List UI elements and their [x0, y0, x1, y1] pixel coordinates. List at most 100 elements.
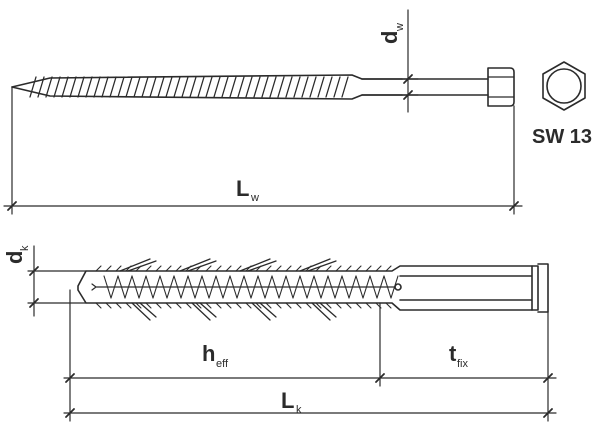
anchor-wing — [251, 302, 271, 321]
label-d-k-main: d — [2, 251, 27, 264]
anchor-tooth — [255, 302, 262, 309]
anchor-tooth — [385, 265, 392, 272]
anchor-body-outline — [77, 265, 539, 311]
label-d-k: d k — [2, 245, 31, 264]
thread-ridge — [317, 76, 325, 98]
anchor-tooth — [205, 265, 212, 272]
anchor-tooth — [115, 302, 122, 309]
lattice-strut — [194, 275, 203, 299]
lattice-strut — [313, 275, 322, 299]
lattice-strut — [369, 275, 378, 299]
label-d-w-sub: w — [394, 23, 406, 32]
label-l-w: L w — [236, 176, 259, 204]
lattice-strut — [383, 275, 392, 299]
lattice-strut — [257, 275, 266, 299]
thread-ridge — [45, 76, 53, 98]
thread-ridge — [213, 76, 221, 98]
lattice-strut — [152, 275, 161, 299]
anchor-wing — [191, 302, 211, 321]
label-d-k-sub: k — [19, 245, 31, 251]
anchor-lattice — [95, 265, 399, 309]
thread-ridge — [69, 76, 77, 98]
lattice-strut — [201, 275, 210, 299]
thread-ridge — [237, 76, 245, 98]
anchor-tooth — [165, 265, 172, 272]
lattice-strut — [299, 275, 308, 299]
anchor-tooth — [265, 265, 272, 272]
anchor-tooth — [275, 302, 282, 309]
anchor-slot-end — [394, 283, 402, 291]
hex-inner-circle — [546, 68, 582, 104]
lattice-strut — [222, 275, 231, 299]
thread-ridge — [125, 76, 133, 98]
anchor-tooth — [305, 302, 312, 309]
thread-ridge — [93, 76, 101, 98]
thread-ridge — [173, 76, 181, 98]
lattice-strut — [327, 275, 336, 299]
lattice-strut — [355, 275, 364, 299]
hex-outline — [542, 61, 586, 111]
lattice-strut — [208, 275, 217, 299]
label-l-k: L k — [281, 388, 302, 416]
anchor-central-slot — [91, 283, 396, 291]
label-h-eff-sub: eff — [216, 358, 229, 370]
label-t-fix-main: t — [449, 341, 457, 366]
anchor-wing — [127, 260, 157, 272]
thread-ridge — [333, 76, 341, 98]
thread-ridge — [165, 76, 173, 98]
thread-ridge — [197, 76, 205, 98]
label-h-eff-main: h — [202, 341, 215, 366]
label-l-w-main: L — [236, 176, 249, 201]
anchor-tooth — [185, 302, 192, 309]
lattice-strut — [285, 275, 294, 299]
anchor-tooth — [235, 265, 242, 272]
lattice-strut — [362, 275, 371, 299]
label-d-w: d w — [377, 23, 406, 44]
screw-shank — [361, 78, 489, 96]
lattice-strut — [376, 275, 385, 299]
thread-ridge — [133, 76, 141, 98]
anchor-wing — [179, 258, 211, 272]
lattice-strut — [124, 275, 133, 299]
label-t-fix: t fix — [449, 341, 469, 370]
lattice-strut — [278, 275, 287, 299]
anchor-tooth — [295, 265, 302, 272]
lattice-strut — [103, 275, 112, 299]
lattice-strut — [166, 275, 175, 299]
thread-ridge — [205, 76, 213, 98]
thread-ridge — [181, 76, 189, 98]
anchor-wing — [187, 260, 217, 272]
lattice-strut — [334, 275, 343, 299]
label-d-w-main: d — [377, 31, 402, 44]
anchor-tooth — [135, 302, 142, 309]
lattice-strut — [173, 275, 182, 299]
thread-ridge — [221, 76, 229, 98]
anchor-tooth — [225, 265, 232, 272]
anchor-tooth — [215, 302, 222, 309]
thread-ridge — [157, 76, 165, 98]
anchor-tooth — [365, 302, 372, 309]
anchor-tooth — [225, 302, 232, 309]
anchor-tooth — [105, 302, 112, 309]
anchor-tooth — [285, 302, 292, 309]
lattice-strut — [271, 275, 280, 299]
anchor-tooth — [105, 265, 112, 272]
thread-ridge — [101, 76, 109, 98]
anchor-tooth — [215, 265, 222, 272]
anchor-dimension-lines — [27, 245, 557, 422]
anchor-tooth — [325, 302, 332, 309]
thread-ridge — [141, 76, 149, 98]
lattice-strut — [145, 275, 154, 299]
thread-ridge — [253, 76, 261, 98]
hex-wrench-symbol — [542, 61, 586, 111]
anchor-wing — [307, 260, 337, 272]
thread-ridge — [149, 76, 157, 98]
anchor-tooth — [175, 265, 182, 272]
anchor-tooth — [195, 302, 202, 309]
anchor-wing — [199, 302, 217, 318]
thread-ridge — [85, 76, 93, 98]
anchor-tooth — [265, 302, 272, 309]
lattice-strut — [250, 275, 259, 299]
anchor-wing — [311, 302, 331, 321]
